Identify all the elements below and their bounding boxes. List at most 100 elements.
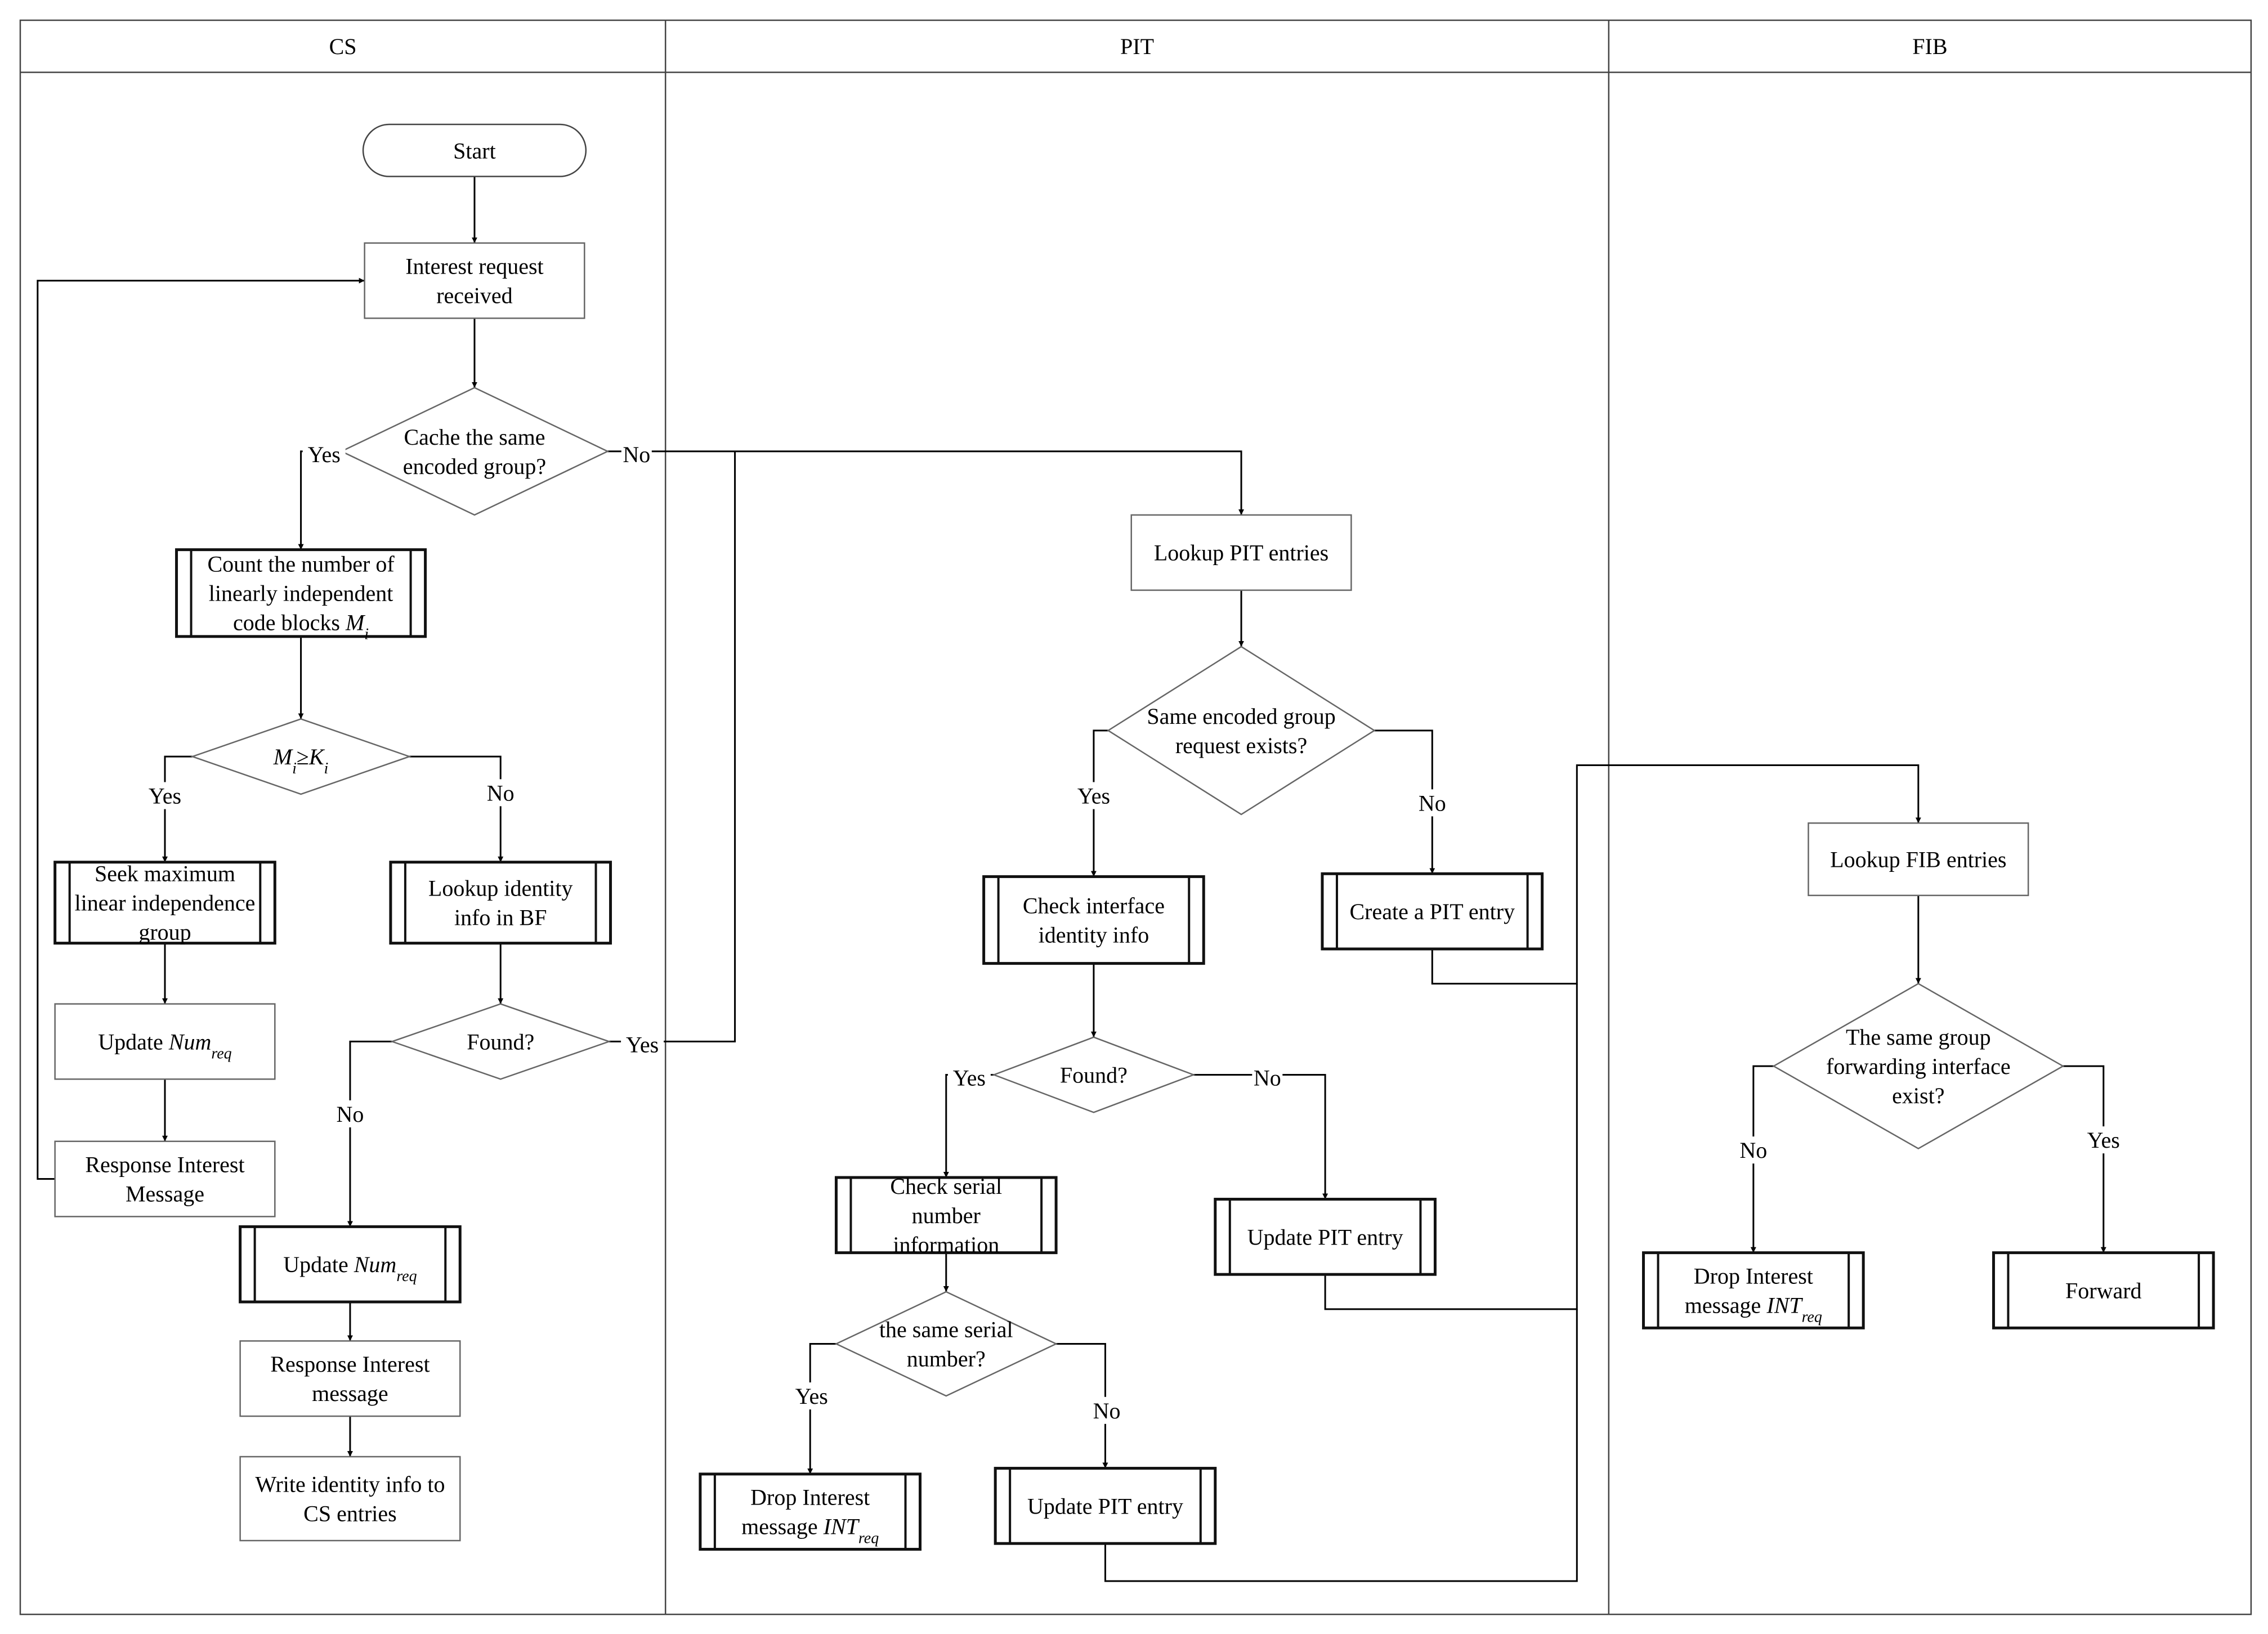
label-segment: number? xyxy=(907,1346,986,1372)
node-label-line: Lookup FIB entries xyxy=(1830,847,2006,872)
predefined-process-box xyxy=(389,861,612,945)
connector-same-forwarding-no-to-drop xyxy=(1750,1065,1774,1253)
found-bf-decision: Found? xyxy=(390,1003,611,1080)
label-segment: Interest request xyxy=(405,254,543,279)
label-segment: exist? xyxy=(1892,1083,1944,1108)
node-label-line: linearly independent xyxy=(209,581,393,606)
label-segment: Found? xyxy=(467,1029,534,1054)
node-label-line: Update Numreq xyxy=(283,1252,417,1285)
node-label-line: number xyxy=(912,1203,981,1228)
node-label-line: info in BF xyxy=(454,905,547,930)
lookup-pit-process: Lookup PIT entries xyxy=(1130,514,1352,591)
connector-response-interest-loop-to-interest-received xyxy=(37,277,365,1180)
label-segment: message xyxy=(741,1514,824,1539)
edge-label-backdrop xyxy=(621,1031,664,1058)
predefined-process-box xyxy=(1992,1251,2215,1329)
connector-found-pit-no-to-update-pit xyxy=(1193,1074,1328,1199)
label-segment: Update xyxy=(283,1252,354,1277)
connector-same-group-yes-to-check-interface xyxy=(1090,729,1108,877)
node-label-line: Start xyxy=(453,138,496,163)
label-segment: ≥ xyxy=(297,744,309,769)
lane-header-cs: CS xyxy=(329,34,357,59)
edge-label-backdrop xyxy=(334,1100,365,1127)
node-label-line: request exists? xyxy=(1175,733,1307,758)
node-label-line: linear independence xyxy=(75,890,256,916)
label-segment: linearly independent xyxy=(209,581,393,606)
connector-found-bf-no-to-update-num xyxy=(347,1040,392,1227)
count-blocks-subprocess: Count the number of linearly independent c… xyxy=(175,548,427,643)
edge-label-yes: Yes xyxy=(2087,1127,2120,1153)
edge-label-no: No xyxy=(487,780,515,805)
connector-pit-exits-to-lookup-fib xyxy=(1431,764,1921,985)
predefined-process-box xyxy=(699,1472,922,1551)
node-label-line: Cache the same xyxy=(404,424,545,450)
update-pit-2-subprocess: Update PIT entry xyxy=(994,1467,1217,1545)
node-label-line: encoded group? xyxy=(403,454,546,479)
node-label-line: group xyxy=(138,920,191,945)
edge-label-backdrop xyxy=(1738,1136,1769,1164)
decision-diamond xyxy=(190,718,412,795)
node-label-line: Response Interest xyxy=(270,1351,430,1377)
label-segment: forwarding interface xyxy=(1826,1054,2011,1079)
process-box xyxy=(54,1140,276,1217)
node-label-line: number? xyxy=(907,1346,986,1372)
node-label-line: identity info xyxy=(1039,923,1149,948)
connector-same-group-no-to-create-pit xyxy=(1374,729,1435,874)
node-label-line: Message xyxy=(126,1181,204,1207)
decision-diamond xyxy=(834,1291,1058,1397)
node-label-line: Same encoded group xyxy=(1147,704,1335,729)
label-segment: Response Interest xyxy=(270,1351,430,1377)
edge-label-no: No xyxy=(623,442,650,467)
label-segment: Check serial xyxy=(890,1174,1002,1199)
swimlane-frame xyxy=(19,19,2252,1615)
label-segment: number xyxy=(912,1203,981,1228)
same-forwarding-decision: The same group forwarding interface exist? xyxy=(1772,983,2065,1150)
label-segment: encoded group? xyxy=(403,454,546,479)
label-segment: Num xyxy=(354,1252,397,1277)
node-label-line: code blocks Mi xyxy=(233,610,369,643)
predefined-process-box xyxy=(994,1467,1217,1545)
label-subscript: i xyxy=(364,625,369,643)
label-segment: CS entries xyxy=(303,1501,397,1526)
process-box xyxy=(54,1003,276,1080)
node-label-line: Mi≥Ki xyxy=(273,744,329,777)
edge-label-backdrop xyxy=(302,440,346,468)
edge-label-yes: Yes xyxy=(308,442,341,467)
predefined-process-box xyxy=(53,861,276,945)
edge-label-backdrop xyxy=(2082,1126,2125,1154)
label-segment: Update PIT entry xyxy=(1247,1224,1403,1250)
label-segment: Seek maximum xyxy=(95,861,235,887)
label-segment: M xyxy=(345,610,366,635)
label-segment: Cache the same xyxy=(404,424,545,450)
lane-header-pit: PIT xyxy=(1120,34,1154,59)
node-label-line: The same group xyxy=(1846,1024,1991,1050)
predefined-process-box xyxy=(1642,1251,1865,1329)
node-label-line: forwarding interface xyxy=(1826,1054,2011,1079)
process-box xyxy=(239,1456,461,1542)
node-label-line: message INTreq xyxy=(741,1514,879,1547)
label-segment: Drop Interest xyxy=(750,1485,870,1510)
check-serial-subprocess: Check serial number information xyxy=(834,1174,1058,1257)
edge-label-no: No xyxy=(1093,1398,1121,1423)
edge-label-no: No xyxy=(336,1102,364,1127)
node-label-line: message INTreq xyxy=(1685,1292,1822,1326)
label-segment: Lookup FIB entries xyxy=(1830,847,2006,872)
process-box xyxy=(1130,514,1352,591)
node-label-line: Update PIT entry xyxy=(1247,1224,1403,1250)
label-segment: Count the number of xyxy=(207,552,395,577)
node-label-line: Create a PIT entry xyxy=(1350,899,1515,924)
edge-label-backdrop xyxy=(621,440,652,468)
node-label-line: the same serial xyxy=(879,1317,1013,1342)
edge-label-no: No xyxy=(1419,790,1446,816)
label-segment: information xyxy=(893,1232,999,1257)
label-segment: info in BF xyxy=(454,905,547,930)
